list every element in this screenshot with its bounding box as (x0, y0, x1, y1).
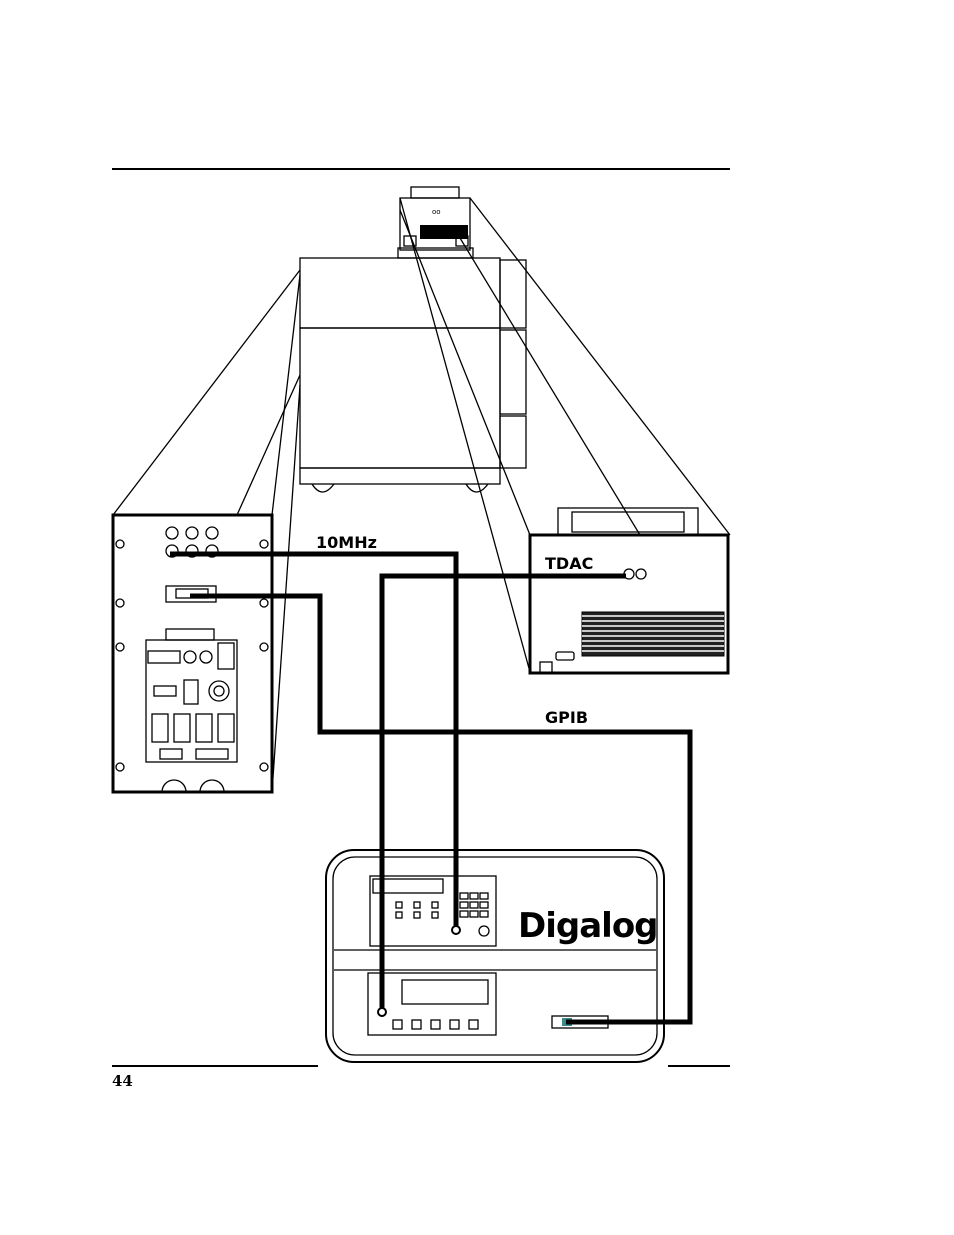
tdac-cable-plug (378, 1008, 386, 1016)
tdac-module (530, 508, 728, 673)
rear-panel (113, 515, 272, 792)
clock-label: 10MHz (316, 533, 377, 552)
gpib-label: GPIB (545, 708, 588, 727)
tdac-label: TDAC (545, 554, 593, 573)
vent-grille (582, 612, 724, 656)
svg-text:oo: oo (432, 208, 441, 216)
digalog-tester: Digalog (326, 850, 664, 1062)
instrument-cabinet: oo (300, 187, 526, 492)
page-number: 44 (112, 1072, 133, 1090)
brand-logo: Digalog (518, 906, 658, 946)
clock-cable-plug (452, 926, 460, 934)
